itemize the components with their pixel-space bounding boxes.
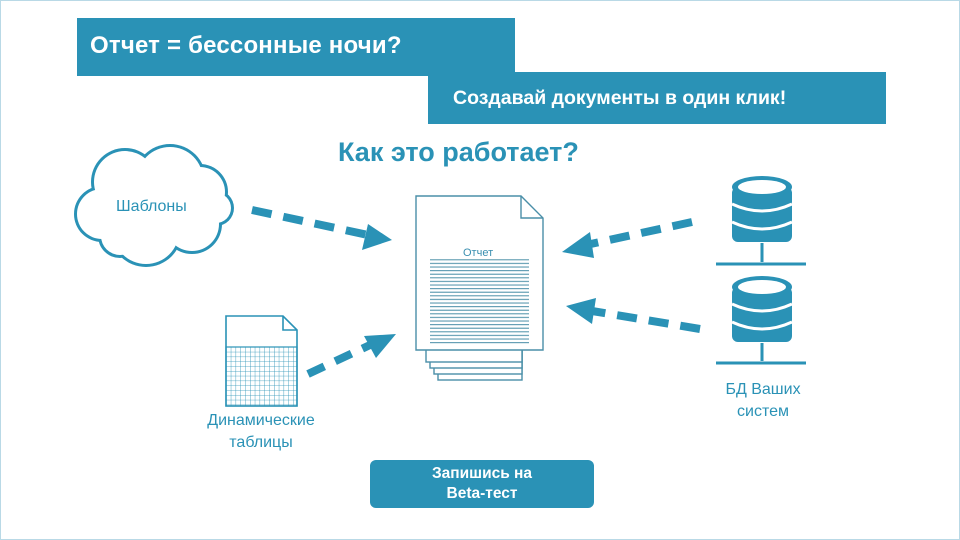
beta-signup-line2: Beta-тест [446, 485, 518, 502]
arrow-db-bottom-to-report [566, 298, 701, 333]
beta-signup-line1: Запишись на [431, 465, 533, 482]
spreadsheet-icon [225, 315, 298, 407]
arrow-db-top-to-report [562, 218, 693, 258]
how-it-works-heading: Как это работает? [338, 137, 579, 167]
document-stack-icon [415, 195, 544, 381]
templates-label: Шаблоны [116, 198, 187, 215]
databases-label-line2: систем [737, 403, 789, 420]
databases-label-line1: БД Ваших [725, 381, 801, 398]
dynamic-tables-label-line1: Динамические [207, 412, 315, 429]
subtitle-banner: Создавай документы в один клик! [428, 72, 886, 124]
cloud-icon [74, 144, 234, 267]
title-banner: Отчет = бессонные ночи? [77, 18, 515, 76]
beta-signup-button[interactable]: Запишись на Beta-тест [370, 460, 594, 508]
report-label: Отчет [463, 247, 494, 259]
arrow-tables-to-report [306, 334, 396, 378]
database-icon-top [716, 176, 806, 266]
database-icon-bottom [716, 276, 806, 365]
dynamic-tables-label: Динамические таблицы [196, 410, 326, 454]
arrow-templates-to-report [251, 206, 392, 250]
dynamic-tables-label-line2: таблицы [229, 434, 293, 451]
databases-label: БД Ваших систем [712, 379, 814, 423]
